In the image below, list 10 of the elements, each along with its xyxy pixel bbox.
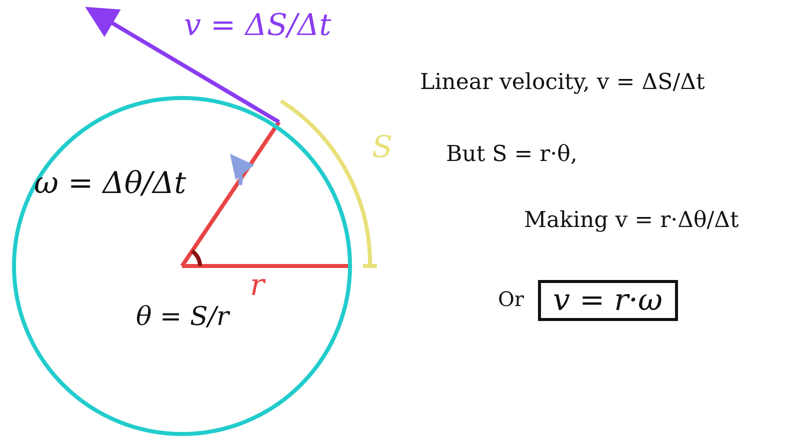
- boxed-formula: v = r·ω: [538, 280, 678, 321]
- note-text: Or: [498, 287, 524, 311]
- arc-length-label: S: [372, 130, 393, 165]
- formula-text: But S = r·θ,: [446, 142, 578, 167]
- formula-text: Making v = r·Δθ/Δt: [524, 208, 739, 233]
- angle-formula: θ = S/r: [136, 302, 229, 332]
- angular-velocity-formula: ω = Δθ/Δt: [34, 166, 186, 201]
- formula-text: Linear velocity, v = ΔS/Δt: [420, 70, 705, 95]
- velocity-formula: v = ΔS/Δt: [184, 8, 332, 43]
- radius-label: r: [250, 268, 264, 303]
